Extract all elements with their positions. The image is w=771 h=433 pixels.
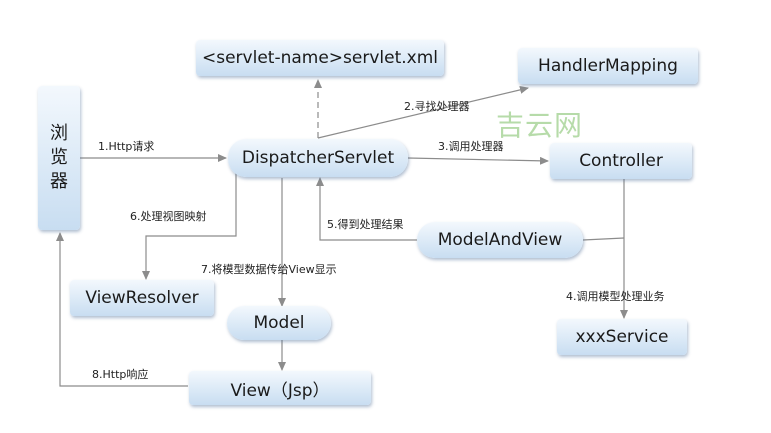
- label-view-mapping: 6.处理视图映射: [130, 210, 207, 223]
- arrow-find-handler: [317, 85, 529, 139]
- handler-mapping-node: HandlerMapping: [518, 48, 698, 84]
- browser-char-3: 器: [50, 171, 68, 192]
- label-call-service: 4.调用模型处理业务: [566, 290, 665, 303]
- browser-char-1: 浏: [50, 123, 68, 144]
- arrow-http-response: [56, 232, 188, 387]
- watermark: 吉云网: [496, 109, 584, 142]
- browser-char-2: 览: [50, 147, 68, 168]
- label-find-handler: 2.寻找处理器: [404, 100, 470, 113]
- label-model-to-view: 7.将模型数据传给View显示: [201, 263, 337, 276]
- dispatcher-servlet-node: DispatcherServlet: [228, 139, 408, 177]
- servlet-config-node: <servlet-name>servlet.xml: [196, 40, 444, 76]
- view-jsp-node: View（Jsp）: [189, 371, 371, 405]
- label-result: 5.得到处理结果: [327, 218, 404, 231]
- label-call-handler: 3.调用处理器: [438, 140, 504, 153]
- browser-node: 浏 览 器: [38, 86, 80, 230]
- arrow-result: [316, 177, 417, 241]
- label-http-request: 1.Http请求: [98, 140, 155, 153]
- arrow-call-handler: [407, 156, 549, 165]
- line-controller-to-mav: [582, 237, 625, 241]
- model-node: Model: [227, 306, 331, 340]
- controller-node: Controller: [550, 143, 692, 179]
- view-resolver-node: ViewResolver: [70, 280, 214, 316]
- xxx-service-node: xxxService: [557, 319, 687, 355]
- label-http-response: 8.Http响应: [92, 368, 149, 381]
- arrow-view-mapping: [142, 172, 237, 280]
- model-and-view-node: ModelAndView: [417, 222, 583, 258]
